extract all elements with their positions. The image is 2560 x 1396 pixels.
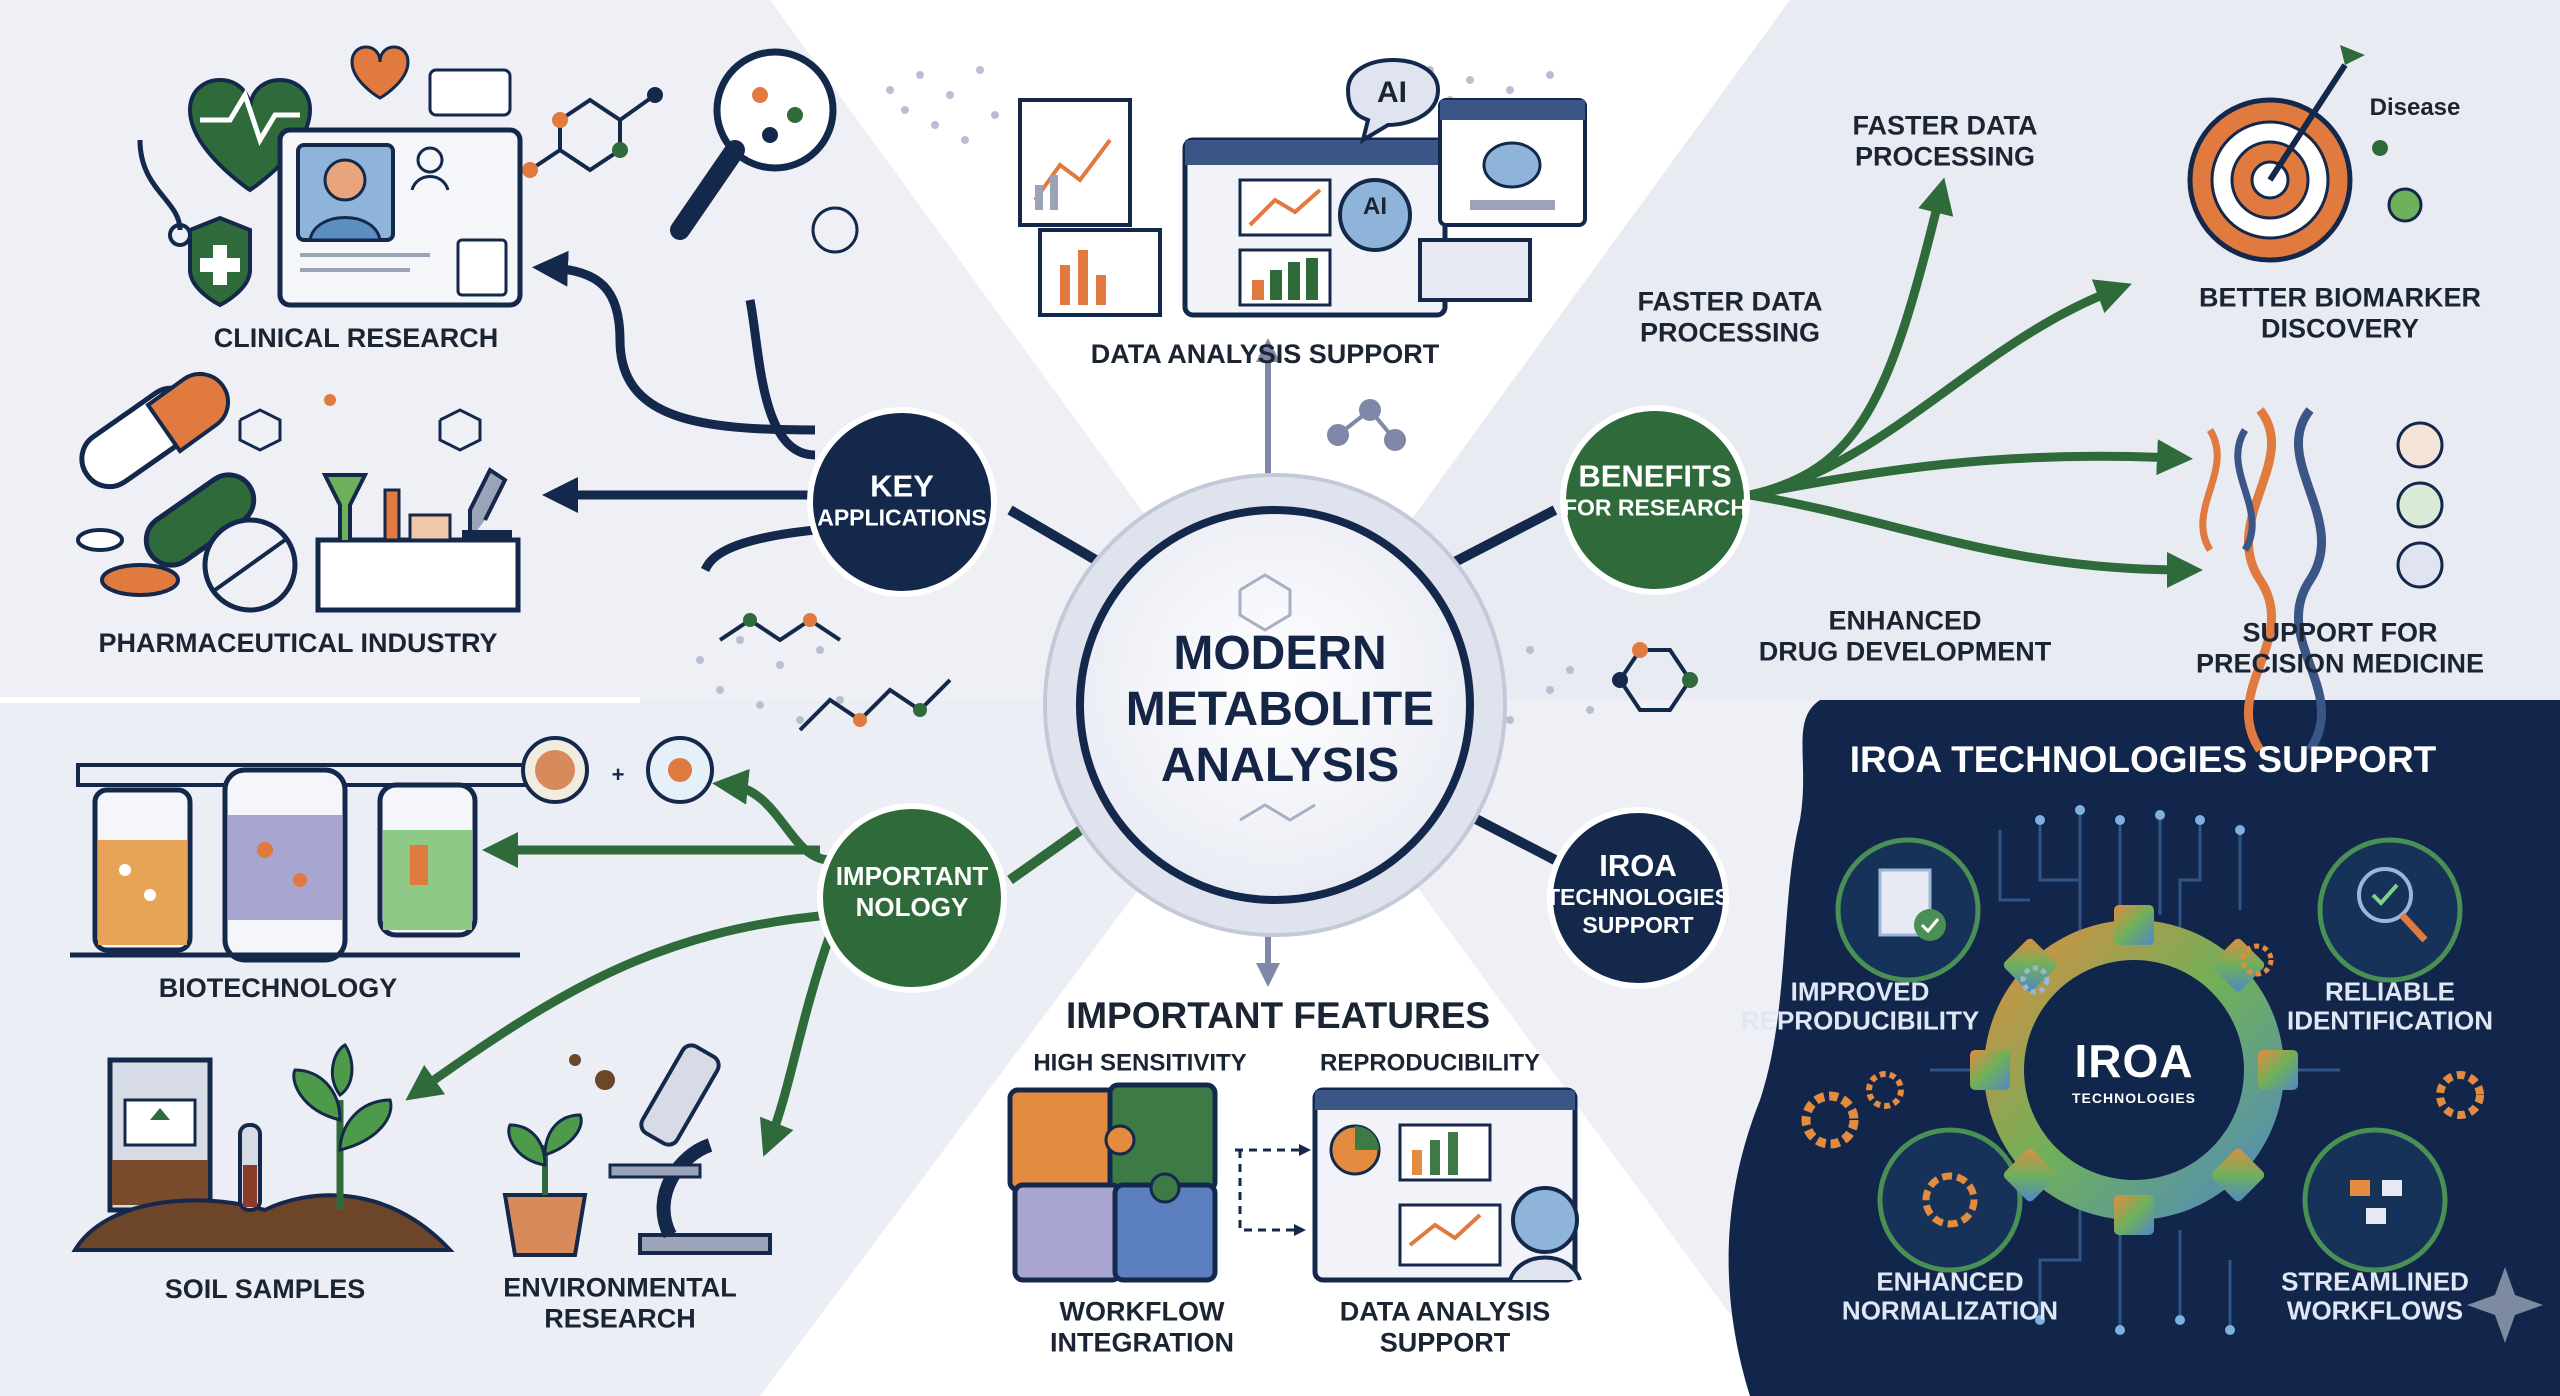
norm-line1: ENHANCED <box>1876 1266 2024 1297</box>
iroa-logo: IROA TECHNOLOGIES <box>2072 1034 2196 1106</box>
node-important-tech <box>817 803 1007 993</box>
iroa-node-label: IROA TECHNOLOGIES SUPPORT <box>1546 847 1730 939</box>
faster-a-line1: FASTER DATA <box>1852 110 2038 141</box>
workflow-line1: WORKFLOW <box>1059 1296 1225 1327</box>
faster-a-line2: PROCESSING <box>1854 141 2036 171</box>
molecule-nodes <box>522 87 1698 727</box>
svg-text:+: + <box>612 762 625 787</box>
stream-line2: WORKFLOWS <box>2286 1296 2464 1326</box>
iroa-node-line3: SUPPORT <box>1582 911 1694 938</box>
biomarker-label: BETTER BIOMARKER DISCOVERY <box>2199 283 2481 344</box>
clinical-research-icon <box>137 45 523 308</box>
iroa-node-line1: IROA <box>1599 847 1677 883</box>
workflow-line2: INTEGRATION <box>1050 1327 1234 1357</box>
circuit-nodes <box>2035 805 2245 1335</box>
ai-chip: AI <box>1363 193 1387 220</box>
workflow-integration-label: WORKFLOW INTEGRATION <box>1050 1297 1234 1358</box>
reproducibility-label: REPRODUCIBILITY <box>1319 1049 1541 1077</box>
drug-development-label: ENHANCED DRUG DEVELOPMENT <box>1759 606 2052 667</box>
streamlined-workflows-label: STREAMLINED WORKFLOWS <box>2281 1266 2469 1327</box>
center-title-line3: ANALYSIS <box>1160 739 1400 793</box>
precision-line1: SUPPORT FOR <box>2242 617 2438 648</box>
node-benefits <box>1560 405 1750 595</box>
dna-icon <box>2199 407 2444 753</box>
important-features-title: IMPORTANT FEATURES <box>1065 995 1491 1036</box>
important-tech-line1: IMPORTANT <box>835 860 989 891</box>
center-title: MODERN METABOLITE ANALYSIS <box>1126 626 1434 794</box>
key-app-arrows <box>532 250 816 573</box>
reliable-identification-label: RELIABLE IDENTIFICATION <box>2286 976 2494 1037</box>
iroa-central-gear <box>1970 905 2298 1235</box>
important-tech-line2: NOLOGY <box>855 892 969 922</box>
environmental-label: ENVIRONMENTAL RESEARCH <box>503 1273 737 1334</box>
data-analysis-icon <box>1018 58 1587 318</box>
precision-line2: PRECISION MEDICINE <box>2195 648 2485 678</box>
repro-line1: IMPROVED <box>1790 976 1930 1007</box>
biomarker-line2: DISCOVERY <box>2260 313 2420 343</box>
node-iroa <box>1547 807 1729 989</box>
faster-processing-b: FASTER DATA PROCESSING <box>1638 287 1823 348</box>
circuit-traces <box>1930 810 2340 1330</box>
analysis-line2: SUPPORT <box>1379 1327 1511 1357</box>
drug-line2: DRUG DEVELOPMENT <box>1758 636 2052 666</box>
data-analysis-top-label: DATA ANALYSIS SUPPORT <box>1090 338 1440 369</box>
magnifier-icon <box>670 48 859 254</box>
drug-line1: ENHANCED <box>1828 605 1982 636</box>
analysis-line1: DATA ANALYSIS <box>1339 1296 1551 1327</box>
high-sensitivity-label: HIGH SENSITIVITY <box>1033 1049 1247 1077</box>
sparkle-icon <box>2467 1267 2543 1343</box>
benefit-arrows <box>1749 177 2203 588</box>
important-tech-label: IMPORTANT NOLOGY <box>836 861 989 923</box>
stream-line1: STREAMLINED <box>2281 1266 2469 1297</box>
node-key-applications <box>807 407 997 597</box>
soil-samples-icon <box>71 1043 455 1252</box>
environmental-research-icon <box>502 1043 772 1257</box>
tech-arrows <box>405 768 835 1157</box>
pharmaceutical-icon <box>76 371 521 613</box>
iroa-node-line2: TECHNOLOGIES <box>1545 884 1731 910</box>
improved-reproducibility-label: IMPROVED REPRODUCIBILITY <box>1740 976 1980 1037</box>
faster-processing-a: FASTER DATA PROCESSING <box>1853 111 2038 172</box>
benefits-line2: FOR RESEARCH <box>1562 494 1748 521</box>
iroa-logo-text: IROA <box>2074 1035 2194 1087</box>
soil-samples-label: SOIL SAMPLES <box>164 1273 366 1304</box>
center-title-line2: METABOLITE <box>1125 682 1435 736</box>
data-analysis-support-label: DATA ANALYSIS SUPPORT <box>1340 1297 1551 1358</box>
center-circle <box>1043 473 1507 937</box>
faster-b-line2: PROCESSING <box>1639 317 1821 347</box>
key-applications-label: KEY APPLICATIONS <box>817 468 987 533</box>
target-icon <box>2187 45 2423 263</box>
ident-line1: RELIABLE <box>2325 976 2455 1007</box>
faster-b-line1: FASTER DATA <box>1637 286 1823 317</box>
environmental-line1: ENVIRONMENTAL <box>503 1272 737 1303</box>
center-title-line1: MODERN <box>1173 626 1387 680</box>
enhanced-normalization-label: ENHANCED NORMALIZATION <box>1841 1266 2059 1327</box>
norm-line2: NORMALIZATION <box>1841 1296 2059 1326</box>
precision-medicine-label: SUPPORT FOR PRECISION MEDICINE <box>2196 618 2484 679</box>
center-to-top-molecule <box>1327 399 1406 451</box>
repro-line2: REPRODUCIBILITY <box>1740 1006 1980 1036</box>
iroa-icon-glyphs <box>1878 867 2428 1228</box>
benefits-label: BENEFITS FOR RESEARCH <box>1563 458 1747 523</box>
biotechnology-label: BIOTECHNOLOGY <box>158 972 398 1003</box>
pharmaceutical-label: PHARMACEUTICAL INDUSTRY <box>98 627 498 658</box>
dashboard-icon <box>1312 1087 1582 1283</box>
biotechnology-icon: + <box>70 736 714 963</box>
iroa-logo-subtext: TECHNOLOGIES <box>2071 1090 2197 1106</box>
iroa-panel-title: IROA TECHNOLOGIES SUPPORT <box>1849 739 2437 780</box>
puzzle-icon <box>1007 1082 1218 1283</box>
disease-label: Disease <box>2369 94 2461 121</box>
biomarker-line1: BETTER BIOMARKER <box>2199 282 2481 313</box>
key-applications-line2: APPLICATIONS <box>817 504 987 531</box>
environmental-line2: RESEARCH <box>544 1303 696 1333</box>
ai-badge: AI <box>1377 76 1407 109</box>
key-applications-line1: KEY <box>870 468 934 504</box>
small-gears <box>1801 943 2484 1149</box>
ident-line2: IDENTIFICATION <box>2286 1006 2494 1036</box>
clinical-research-label: CLINICAL RESEARCH <box>213 322 499 353</box>
dashed-arrows <box>1235 1144 1311 1236</box>
benefits-line1: BENEFITS <box>1578 458 1732 494</box>
